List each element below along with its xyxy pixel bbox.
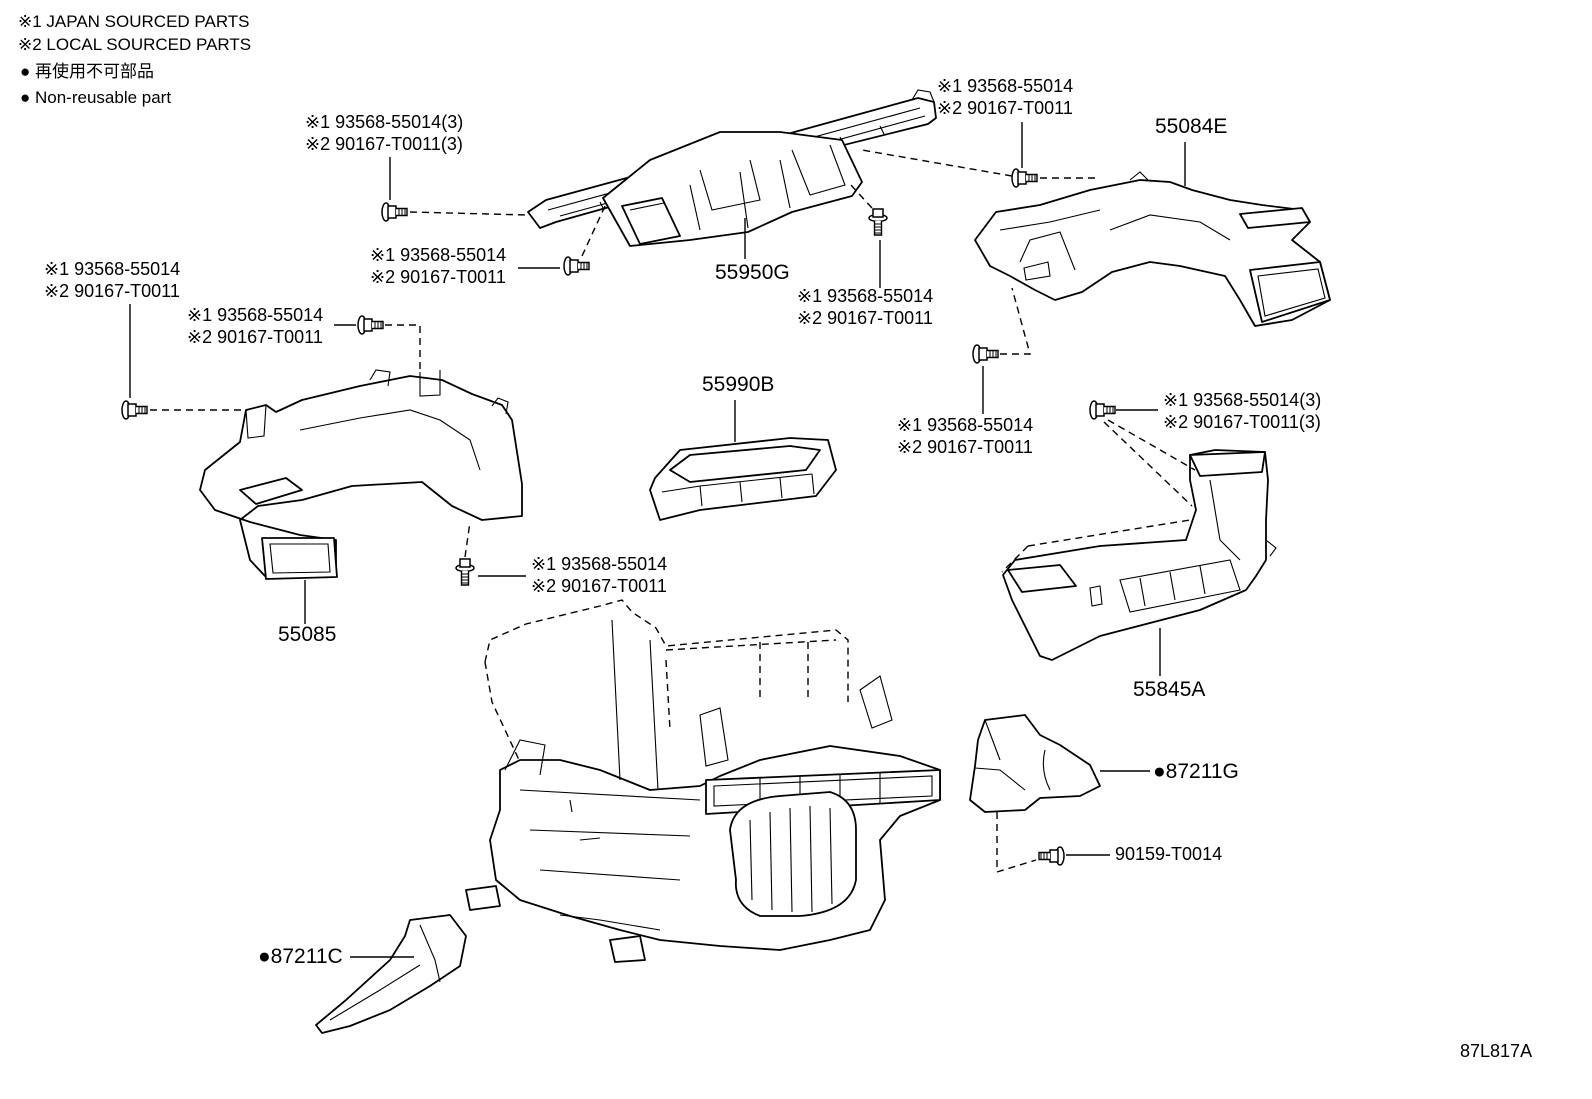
bolt-icon xyxy=(1089,400,1116,420)
fastener-callout-local: ※2 90167-T0011 xyxy=(370,267,506,287)
dashed-guide xyxy=(1103,419,1196,507)
fastener-callout-local: ※2 90167-T0011 xyxy=(531,576,667,596)
dashed-guide xyxy=(1000,287,1031,355)
dashed-guide xyxy=(581,203,607,257)
fastener-callout-local: ※2 90167-T0011 xyxy=(187,327,323,347)
part-number-55085: 55085 xyxy=(278,623,336,646)
diagram-code: 87L817A xyxy=(1460,1041,1532,1061)
dashed-guide xyxy=(996,812,1037,873)
part-number-55950g: 55950G xyxy=(715,261,790,284)
fastener-callout-jp: ※1 93568-55014 xyxy=(44,259,180,279)
fastener-callout-jp: ※1 93568-55014 xyxy=(187,305,323,325)
legend: ※1 JAPAN SOURCED PARTS ※2 LOCAL SOURCED … xyxy=(18,12,251,107)
part-55990b-drawing xyxy=(649,437,837,521)
fastener-callout-local: ※2 90167-T0011(3) xyxy=(1163,412,1321,432)
part-number-55845a: 55845A xyxy=(1133,678,1205,701)
legend-non-reusable-en: ● Non-reusable part xyxy=(20,88,171,107)
fastener-callout-local: ※2 90167-T0011 xyxy=(44,281,180,301)
bolt-icon xyxy=(381,202,408,222)
fastener-callout-jp: ※1 93568-55014 xyxy=(531,554,667,574)
fastener-callout-jp: ※1 93568-55014 xyxy=(937,76,1073,96)
part-55950g-drawing xyxy=(527,89,937,247)
legend-japan-sourced: ※1 JAPAN SOURCED PARTS xyxy=(18,12,250,31)
dashed-guide xyxy=(849,183,873,209)
fastener-callout-local: ※2 90167-T0011(3) xyxy=(305,134,463,154)
fastener-callout-local: ※2 90167-T0011 xyxy=(797,308,933,328)
part-number-55990b: 55990B xyxy=(702,373,774,396)
fastener-callout-jp: ※1 93568-55014 xyxy=(897,415,1033,435)
dashed-guide xyxy=(385,324,421,370)
fastener-callout-jp: ※1 93568-55014(3) xyxy=(1163,390,1321,410)
bolt-icon xyxy=(455,558,475,586)
fastener-callout-local: ※2 90167-T0011 xyxy=(897,437,1033,457)
part-87211g-drawing xyxy=(969,714,1101,813)
part-number-90159-t0014: 90159-T0014 xyxy=(1115,844,1222,864)
part-55084e-drawing xyxy=(974,171,1331,327)
fastener-callout-jp: ※1 93568-55014(3) xyxy=(305,112,463,132)
legend-non-reusable-jp: ● 再使用不可部品 xyxy=(20,61,154,81)
bolt-icon xyxy=(1011,168,1038,188)
bolt-icon xyxy=(868,208,888,236)
part-55845a-drawing xyxy=(1001,449,1277,661)
hvac-unit-drawing xyxy=(465,599,941,963)
fastener-callout-jp: ※1 93568-55014 xyxy=(797,286,933,306)
bolt-icon xyxy=(972,344,999,364)
dashed-guide xyxy=(464,521,471,558)
part-55085-drawing xyxy=(199,369,523,580)
bolt-icon xyxy=(563,256,590,276)
dashed-guide xyxy=(861,149,1095,179)
bolt-icon xyxy=(121,400,148,420)
part-number-87211g: ●87211G xyxy=(1153,760,1239,783)
part-87211c-drawing xyxy=(315,914,467,1034)
part-number-87211c: ●87211C xyxy=(258,945,343,968)
bolt-icon xyxy=(357,315,384,335)
fastener-callout-jp: ※1 93568-55014 xyxy=(370,245,506,265)
part-number-55084e: 55084E xyxy=(1155,115,1227,138)
legend-local-sourced: ※2 LOCAL SOURCED PARTS xyxy=(18,35,251,54)
fastener-callout-local: ※2 90167-T0011 xyxy=(937,98,1073,118)
dashed-guide xyxy=(409,211,529,216)
bolt-icon xyxy=(1038,846,1065,866)
